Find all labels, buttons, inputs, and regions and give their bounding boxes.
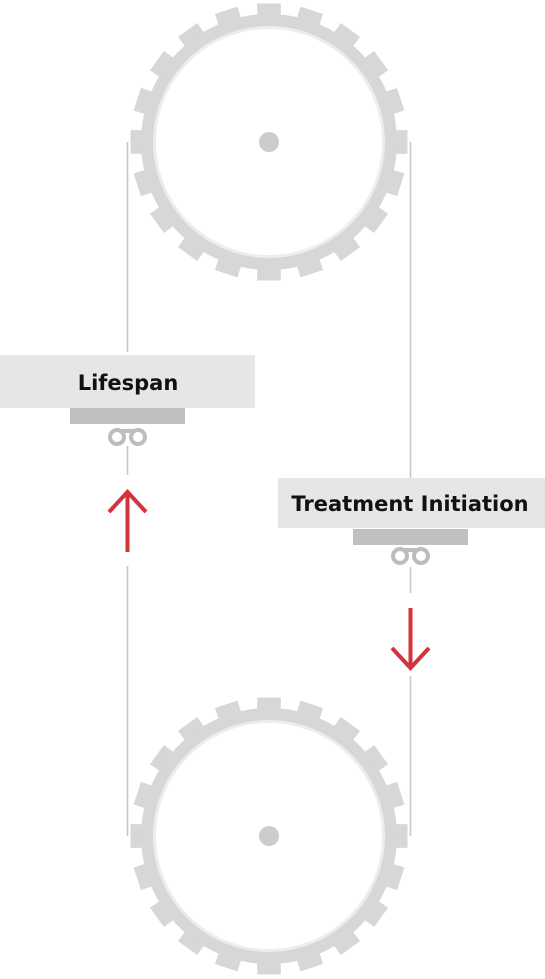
gear-tooth xyxy=(177,22,206,50)
gear-tooth xyxy=(361,744,389,773)
lifespan-label-text: Lifespan xyxy=(78,371,179,395)
gear-hub xyxy=(259,826,279,846)
pulley-clip-icon xyxy=(391,547,430,565)
lifespan-label-group: Lifespan xyxy=(0,355,255,446)
top-gear-wheel xyxy=(130,3,408,281)
gear-tooth xyxy=(361,205,389,234)
arrow-up-icon xyxy=(107,489,148,552)
lifespan-label-box xyxy=(0,355,255,408)
treatment-label-text: Treatment Initiation xyxy=(291,492,528,516)
arrow-down-icon xyxy=(390,608,431,671)
treatment-label-box xyxy=(278,478,545,528)
gear-tooth xyxy=(149,50,177,79)
gear-tooth xyxy=(332,234,361,262)
pulley-clip-icon xyxy=(108,428,147,446)
belt xyxy=(126,142,412,836)
gear-tooth xyxy=(361,50,389,79)
gear-tooth xyxy=(332,928,361,956)
gear-tooth xyxy=(177,928,206,956)
gear-tooth xyxy=(149,205,177,234)
bottom-gear-wheel xyxy=(130,697,408,975)
gear-hub xyxy=(259,132,279,152)
gear-tooth xyxy=(361,899,389,928)
gear-tooth xyxy=(177,716,206,744)
treatment-bracket xyxy=(353,529,468,545)
lifespan-bracket xyxy=(70,408,185,424)
gear-tooth xyxy=(332,22,361,50)
gear-tooth xyxy=(149,744,177,773)
gear-tooth xyxy=(177,234,206,262)
gear-tooth xyxy=(332,716,361,744)
treatment-label-group: Treatment Initiation xyxy=(278,478,545,565)
gear-tooth xyxy=(149,899,177,928)
